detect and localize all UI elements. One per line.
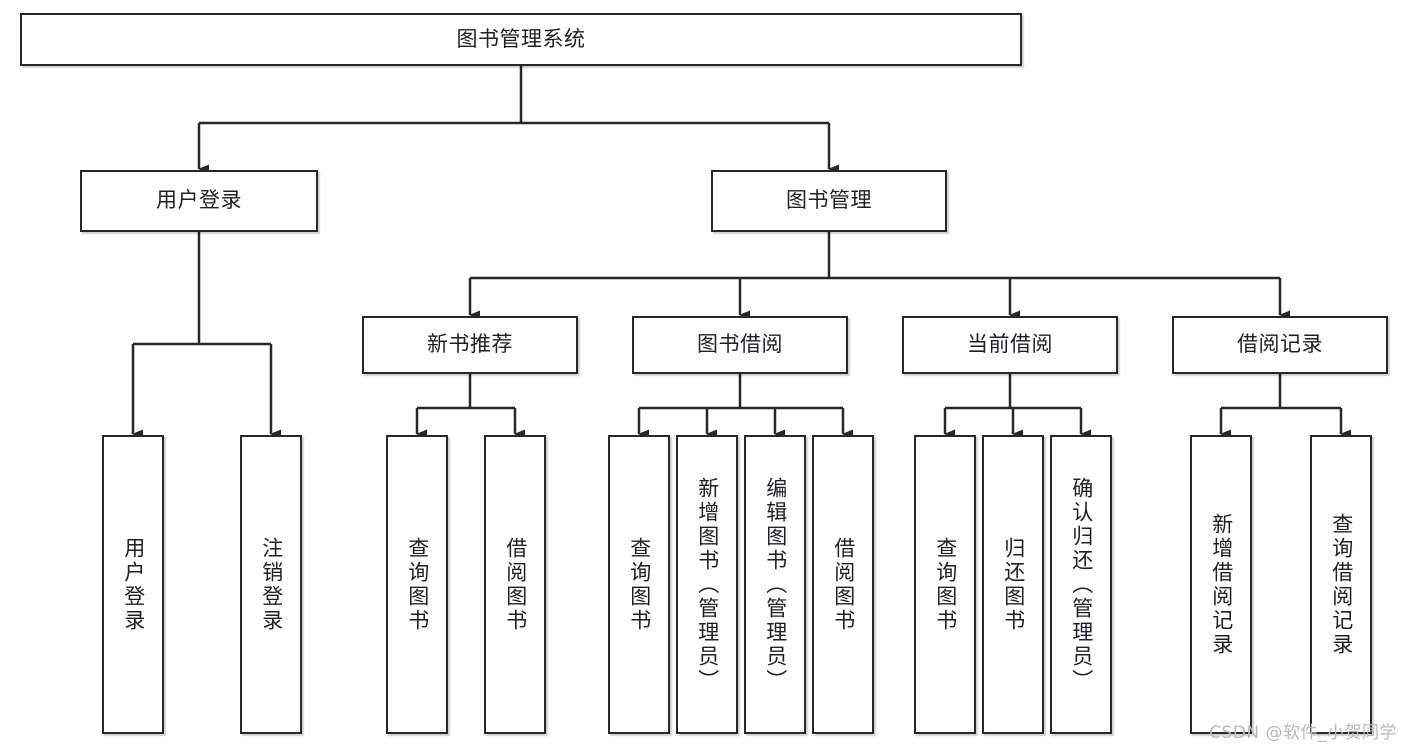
- node-book-borrow[interactable]: 图书借阅: [632, 316, 848, 374]
- node-leaf-borrow-book-1[interactable]: 借阅图书: [484, 435, 546, 734]
- node-label: 注销登录: [259, 536, 284, 633]
- node-label: 借阅图书: [831, 536, 856, 633]
- node-leaf-edit-book[interactable]: 编辑图书（管理员）: [744, 435, 806, 734]
- node-label: 图书借阅: [697, 332, 783, 357]
- node-label: 查询图书: [627, 536, 652, 633]
- node-label: 查询图书: [405, 536, 430, 633]
- node-leaf-query-record[interactable]: 查询借阅记录: [1310, 435, 1372, 734]
- node-label: 查询借阅记录: [1329, 512, 1354, 657]
- node-label: 借阅图书: [503, 536, 528, 633]
- node-leaf-add-book[interactable]: 新增图书（管理员）: [676, 435, 738, 734]
- node-label: 用户登录: [121, 536, 146, 633]
- node-label: 当前借阅: [967, 332, 1053, 357]
- node-book-manage[interactable]: 图书管理: [711, 170, 947, 232]
- node-leaf-user-login[interactable]: 用户登录: [102, 435, 164, 734]
- node-label: 确认归还（管理员）: [1069, 476, 1094, 693]
- node-label: 新增借阅记录: [1209, 512, 1234, 657]
- node-leaf-query-book-1[interactable]: 查询图书: [386, 435, 448, 734]
- node-root[interactable]: 图书管理系统: [20, 13, 1022, 66]
- node-label: 图书管理: [786, 188, 872, 213]
- node-current-borrow[interactable]: 当前借阅: [902, 316, 1118, 374]
- node-label: 借阅记录: [1237, 332, 1323, 357]
- node-leaf-borrow-book-2[interactable]: 借阅图书: [812, 435, 874, 734]
- node-label: 新书推荐: [427, 332, 513, 357]
- node-leaf-confirm-return[interactable]: 确认归还（管理员）: [1050, 435, 1112, 734]
- node-label: 归还图书: [1001, 536, 1026, 633]
- node-leaf-user-logout[interactable]: 注销登录: [240, 435, 302, 734]
- node-label: 查询图书: [933, 536, 958, 633]
- node-label: 用户登录: [156, 188, 242, 213]
- node-leaf-query-book-3[interactable]: 查询图书: [914, 435, 976, 734]
- node-leaf-query-book-2[interactable]: 查询图书: [608, 435, 670, 734]
- node-label: 编辑图书（管理员）: [763, 476, 788, 693]
- node-leaf-return-book[interactable]: 归还图书: [982, 435, 1044, 734]
- node-label: 图书管理系统: [456, 26, 586, 51]
- node-leaf-add-record[interactable]: 新增借阅记录: [1190, 435, 1252, 734]
- node-new-book-rec[interactable]: 新书推荐: [362, 316, 578, 374]
- node-label: 新增图书（管理员）: [695, 476, 720, 693]
- node-user-login[interactable]: 用户登录: [80, 170, 318, 232]
- watermark-text: CSDN @软件_小贺同学: [1209, 723, 1397, 743]
- node-borrow-record[interactable]: 借阅记录: [1172, 316, 1388, 374]
